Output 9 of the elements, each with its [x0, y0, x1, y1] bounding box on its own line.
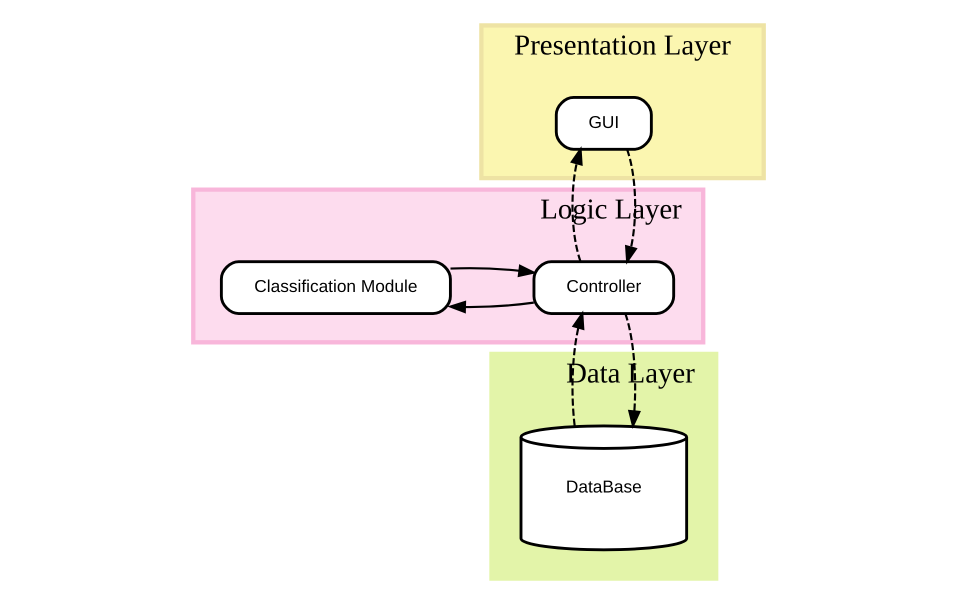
- node-box: Classification Module: [219, 260, 452, 315]
- arrow: [446, 300, 534, 314]
- arrow: [450, 264, 536, 278]
- arrow: [570, 146, 582, 262]
- node-box: Controller: [532, 260, 675, 315]
- node-box: GUI: [554, 96, 652, 151]
- arrow: [624, 149, 638, 265]
- arrow: [624, 313, 640, 430]
- arrow: [570, 310, 584, 426]
